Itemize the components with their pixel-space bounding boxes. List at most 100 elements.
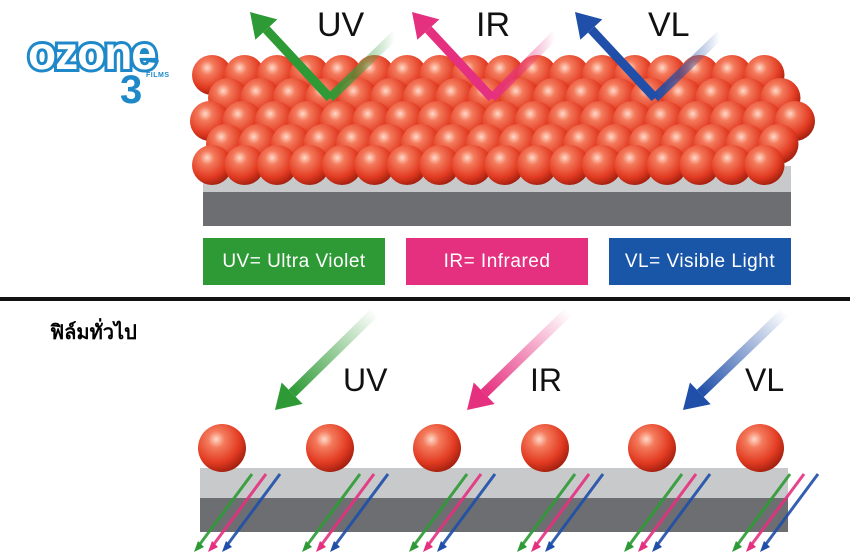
through-ray (521, 473, 577, 545)
through-arrowhead (531, 541, 541, 552)
bottom-sphere-layer (198, 424, 784, 472)
through-ray (334, 473, 390, 545)
through-ray (413, 473, 469, 545)
brand-logo: ozone FILMS 3 (25, 14, 178, 114)
bottom-arrowhead-vl (683, 382, 711, 410)
film-particle (452, 145, 492, 185)
through-arrowhead (517, 541, 527, 552)
film-particle (614, 145, 655, 185)
film-particle (549, 145, 590, 185)
bottom-incoming-rays (275, 308, 789, 410)
legend-vl: VL= Visible Light (609, 238, 791, 285)
through-arrowhead (194, 541, 204, 552)
through-ray (441, 473, 497, 545)
bottom-arrowhead-uv (275, 382, 303, 410)
through-ray (427, 473, 483, 545)
through-arrowhead (652, 541, 662, 552)
through-ray (226, 473, 282, 545)
legend-vl-text: VL= Visible Light (624, 250, 776, 272)
top-glass-dark (203, 192, 791, 226)
through-ray (549, 473, 605, 545)
top-ray-in-ir (488, 31, 559, 102)
film-particle (517, 145, 557, 185)
top-arrowhead-ir (412, 12, 440, 40)
through-arrowhead (545, 541, 555, 552)
through-ray (628, 473, 684, 545)
bottom-label-vl: VL (745, 362, 785, 398)
through-arrowhead (746, 541, 756, 552)
film-particle (289, 145, 330, 185)
bottom-label-uv: UV (343, 362, 388, 398)
through-arrowhead (638, 541, 648, 552)
brand-tag: FILMS (146, 72, 170, 79)
through-arrowhead (330, 541, 340, 552)
bottom-title: ฟิล์มทั่วไป (50, 322, 137, 344)
film-particle (419, 145, 460, 185)
film-particle (413, 424, 461, 472)
film-particle (484, 145, 525, 185)
top-arrowhead-uv (250, 12, 278, 40)
legend-ir-text: IR= Infrared (443, 250, 551, 272)
bottom-ray-uv (288, 308, 379, 397)
film-particle (224, 145, 265, 185)
film-particle (257, 145, 297, 185)
film-particle (582, 145, 622, 185)
top-ray-out-vl (588, 26, 659, 102)
through-ray (750, 473, 806, 545)
top-label-uv: UV (317, 6, 365, 44)
through-ray (212, 473, 268, 545)
top-ray-in-vl (651, 31, 724, 102)
legend-uv: UV= Ultra Violet (203, 238, 385, 285)
film-particle (306, 424, 354, 472)
bottom-ray-vl (696, 308, 789, 397)
film-particle (744, 145, 785, 185)
through-arrowhead (423, 541, 433, 552)
top-sphere-layer (190, 55, 815, 185)
through-arrowhead (208, 541, 218, 552)
brand-subscript: 3 (120, 68, 143, 112)
through-ray (736, 473, 792, 545)
through-ray (642, 473, 698, 545)
film-particle (354, 145, 395, 185)
bottom-through-rays (194, 473, 820, 552)
film-particle (322, 145, 362, 185)
film-particle (736, 424, 784, 472)
through-ray (320, 473, 376, 545)
through-arrowhead (222, 541, 232, 552)
top-arrowhead-vl (575, 12, 603, 40)
brand-wordmark: ozone (25, 27, 160, 79)
through-ray (764, 473, 820, 545)
bottom-glass-light (200, 468, 788, 498)
film-particle (192, 145, 232, 185)
bottom-glass-dark (200, 498, 788, 532)
top-ray-out-ir (425, 26, 496, 102)
film-particle (647, 145, 687, 185)
top-label-vl: VL (648, 6, 690, 44)
through-ray (198, 473, 254, 545)
through-arrowhead (437, 541, 447, 552)
through-ray (656, 473, 712, 545)
through-arrowhead (732, 541, 742, 552)
top-ray-out-uv (263, 26, 334, 102)
top-label-ir: IR (476, 6, 510, 44)
top-rays (250, 12, 724, 102)
bottom-label-ir: IR (530, 362, 562, 398)
bottom-arrowhead-ir (467, 382, 495, 410)
through-arrowhead (302, 541, 312, 552)
film-particle (387, 145, 427, 185)
film-particle (521, 424, 569, 472)
through-arrowhead (316, 541, 326, 552)
film-particle (198, 424, 246, 472)
legend-uv-text: UV= Ultra Violet (222, 250, 366, 272)
film-particle (679, 145, 720, 185)
film-particle (712, 145, 752, 185)
top-ray-in-uv (326, 31, 399, 102)
through-ray (306, 473, 362, 545)
through-ray (535, 473, 591, 545)
through-arrowhead (624, 541, 634, 552)
through-arrowhead (409, 541, 419, 552)
film-particle (628, 424, 676, 472)
through-arrowhead (760, 541, 770, 552)
